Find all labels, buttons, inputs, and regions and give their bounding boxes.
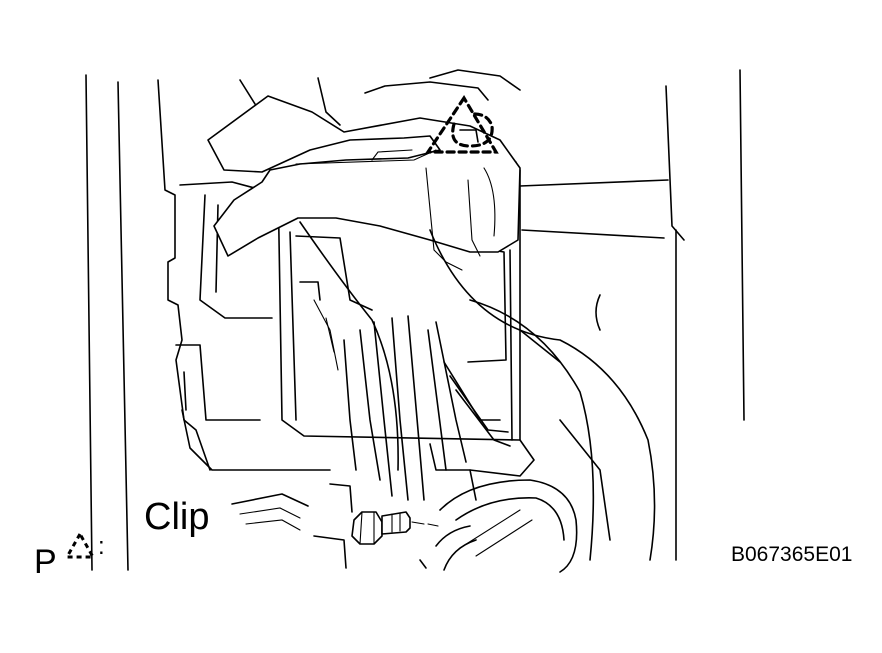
- claw-marker: [425, 94, 499, 154]
- legend-letter: P: [34, 543, 57, 581]
- clip-fastener: [351, 511, 439, 545]
- clip-label: Clip: [144, 496, 210, 538]
- pillar-trim: [85, 69, 745, 571]
- dashed-triangle-icon: [64, 531, 96, 559]
- removed-trim-panel: [207, 95, 521, 271]
- lower-duct: [231, 469, 578, 573]
- wire-harness: [299, 221, 656, 561]
- legend-colon: :: [98, 533, 105, 560]
- figure-code: B067365E01: [731, 543, 853, 566]
